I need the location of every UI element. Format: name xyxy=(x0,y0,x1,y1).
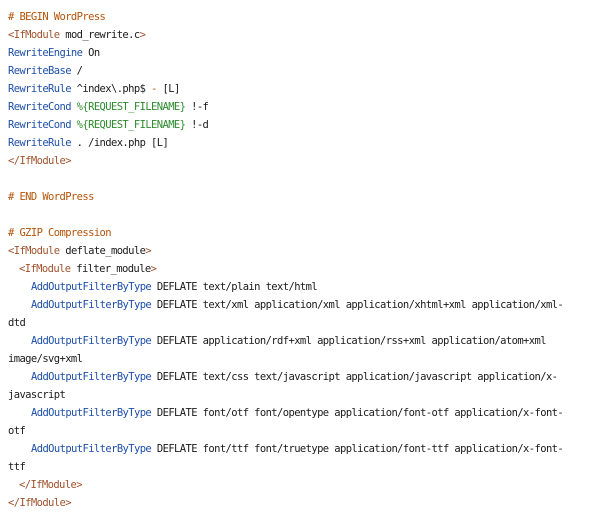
tag-close: </IfModule> xyxy=(8,155,72,167)
directive: AddOutputFilterByType xyxy=(31,335,152,347)
tag-open: <IfModule xyxy=(8,245,60,257)
directive: RewriteBase xyxy=(8,65,72,77)
code-line: # GZIP Compression xyxy=(8,224,600,242)
directive: RewriteRule xyxy=(8,137,72,149)
directive-argument: / xyxy=(70,65,83,77)
code-line: <IfModule filter_module> xyxy=(8,260,600,278)
code-line: AddOutputFilterByType DEFLATE applicatio… xyxy=(8,332,600,350)
code-line: AddOutputFilterByType DEFLATE font/otf f… xyxy=(8,404,600,422)
code-line: </IfModule> xyxy=(8,152,600,170)
tag-open: <IfModule xyxy=(19,263,71,275)
directive: AddOutputFilterByType xyxy=(31,371,152,383)
code-line: </IfModule> xyxy=(8,494,600,512)
code-line: RewriteEngine On xyxy=(8,44,600,62)
directive: AddOutputFilterByType xyxy=(31,281,152,293)
tag-bracket: > xyxy=(145,245,152,257)
directive: RewriteCond xyxy=(8,119,72,131)
dash: - xyxy=(151,83,157,95)
code-line-wrap: ttf xyxy=(8,458,600,476)
wrapped-text: dtd xyxy=(8,317,26,329)
code-line: RewriteRule . /index.php [L] xyxy=(8,134,600,152)
tag-argument: filter_module xyxy=(70,263,151,275)
code-line: <IfModule mod_rewrite.c> xyxy=(8,26,600,44)
tag-bracket: > xyxy=(139,29,146,41)
directive: RewriteRule xyxy=(8,83,72,95)
directive-argument: On xyxy=(82,47,100,59)
blank-line xyxy=(8,206,600,224)
directive-argument: !-d xyxy=(185,119,209,131)
code-line: RewriteCond %{REQUEST_FILENAME} !-f xyxy=(8,98,600,116)
wrapped-text: image/svg+xml xyxy=(8,353,83,365)
comment: # GZIP Compression xyxy=(8,227,112,239)
code-line: AddOutputFilterByType DEFLATE font/ttf f… xyxy=(8,440,600,458)
wrapped-text: ttf xyxy=(8,461,26,473)
code-line-wrap: javascript xyxy=(8,386,600,404)
directive: AddOutputFilterByType xyxy=(31,407,152,419)
code-line: AddOutputFilterByType DEFLATE text/xml a… xyxy=(8,296,600,314)
code-line: # BEGIN WordPress xyxy=(8,8,600,26)
code-line: <IfModule deflate_module> xyxy=(8,242,600,260)
tag-open: <IfModule xyxy=(8,29,60,41)
tag-bracket: > xyxy=(150,263,157,275)
flag: [L] xyxy=(156,83,181,95)
code-line: </IfModule> xyxy=(8,476,600,494)
blank-line xyxy=(8,170,600,188)
tag-argument: deflate_module xyxy=(59,245,146,257)
code-line: AddOutputFilterByType DEFLATE text/plain… xyxy=(8,278,600,296)
tag-close: </IfModule> xyxy=(19,479,83,491)
tag-argument: mod_rewrite.c xyxy=(59,29,140,41)
server-variable: %{REQUEST_FILENAME} xyxy=(70,101,186,113)
code-line: RewriteBase / xyxy=(8,62,600,80)
directive-argument: DEFLATE font/otf font/opentype applicati… xyxy=(151,407,564,419)
directive-argument: DEFLATE text/xml application/xml applica… xyxy=(151,299,564,311)
directive-argument: ^index\.php$ xyxy=(70,83,152,95)
directive-argument: !-f xyxy=(185,101,209,113)
directive-argument: DEFLATE application/rdf+xml application/… xyxy=(151,335,547,347)
directive-argument: DEFLATE font/ttf font/truetype applicati… xyxy=(151,443,564,455)
code-line-wrap: dtd xyxy=(8,314,600,332)
code-line: AddOutputFilterByType DEFLATE text/css t… xyxy=(8,368,600,386)
directive-argument: . /index.php xyxy=(70,137,152,149)
flag: [L] xyxy=(151,137,169,149)
wrapped-text: javascript xyxy=(8,389,66,401)
code-line: RewriteCond %{REQUEST_FILENAME} !-d xyxy=(8,116,600,134)
directive: AddOutputFilterByType xyxy=(31,299,152,311)
directive: RewriteCond xyxy=(8,101,72,113)
wrapped-text: otf xyxy=(8,425,26,437)
code-line: RewriteRule ^index\.php$ - [L] xyxy=(8,80,600,98)
code-line: # END WordPress xyxy=(8,188,600,206)
comment: # END WordPress xyxy=(8,191,94,203)
comment: # BEGIN WordPress xyxy=(8,11,106,23)
code-line-wrap: otf xyxy=(8,422,600,440)
directive-argument: DEFLATE text/css text/javascript applica… xyxy=(151,371,558,383)
directive: RewriteEngine xyxy=(8,47,83,59)
directive-argument: DEFLATE text/plain text/html xyxy=(151,281,318,293)
server-variable: %{REQUEST_FILENAME} xyxy=(70,119,186,131)
tag-close: </IfModule> xyxy=(8,497,72,509)
code-line-wrap: image/svg+xml xyxy=(8,350,600,368)
directive: AddOutputFilterByType xyxy=(31,443,152,455)
